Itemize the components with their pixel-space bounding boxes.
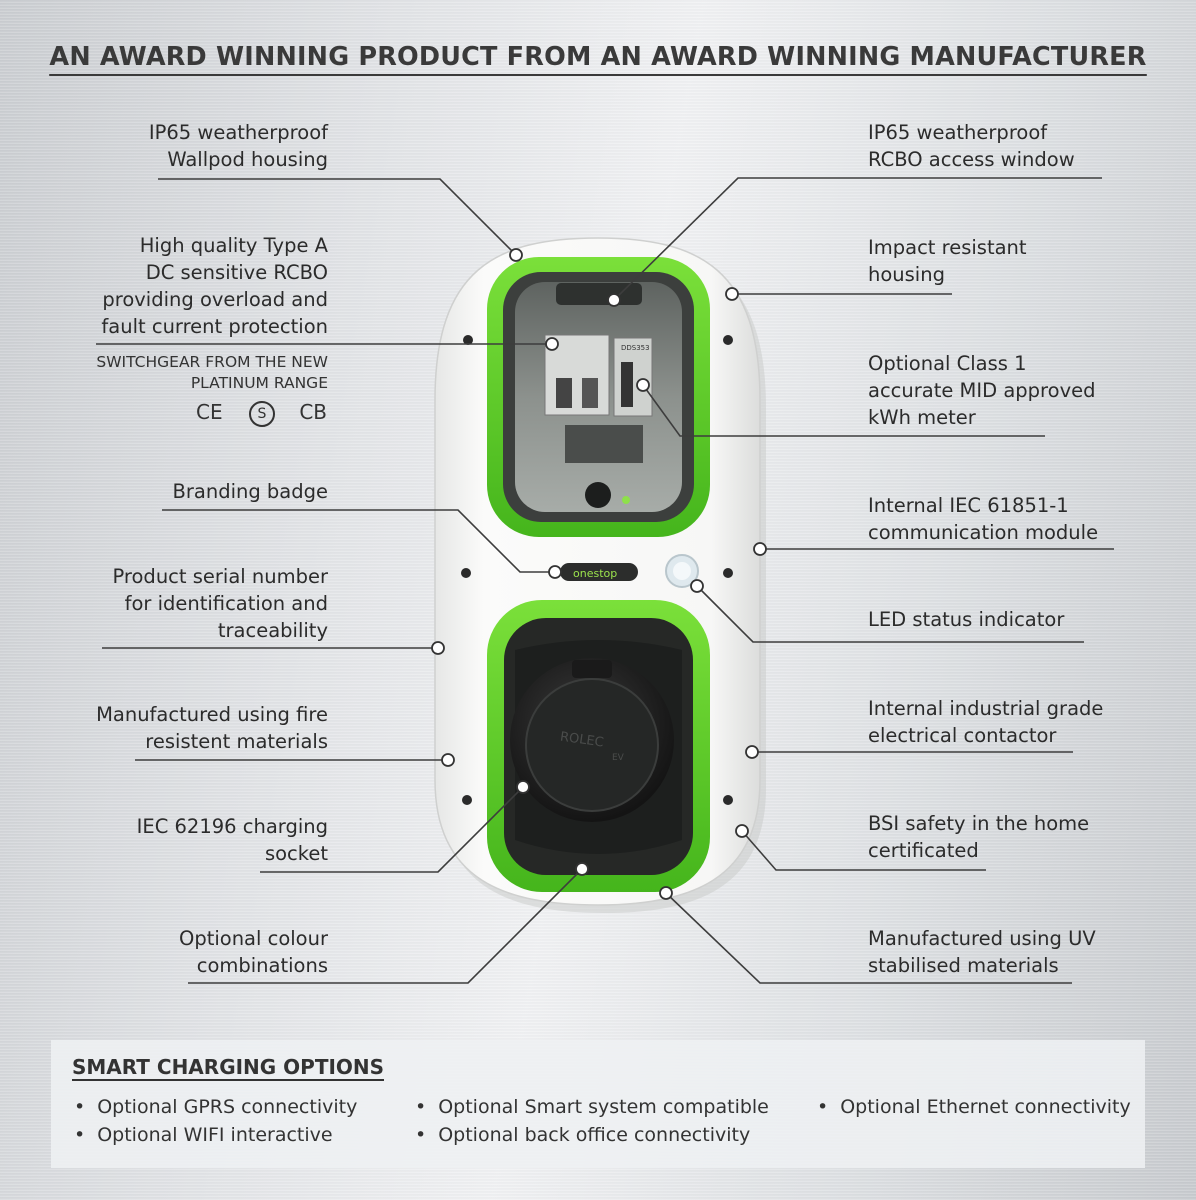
callout-branding-badge: Branding badge bbox=[172, 480, 328, 503]
kitemark-icon: S bbox=[248, 400, 275, 427]
cb-mark: CB bbox=[299, 400, 328, 424]
option-smart-system: Optional Smart system compatible bbox=[415, 1096, 769, 1118]
svg-text:onestop: onestop bbox=[573, 567, 617, 580]
ce-mark: CE bbox=[196, 400, 223, 424]
svg-text:EV: EV bbox=[612, 753, 625, 763]
smart-charging-panel: SMART CHARGING OPTIONS Optional GPRS con… bbox=[51, 1040, 1145, 1168]
certification-marks: CE S CB bbox=[196, 400, 327, 427]
option-gprs: Optional GPRS connectivity bbox=[74, 1096, 357, 1118]
page-title: AN AWARD WINNING PRODUCT FROM AN AWARD W… bbox=[12, 42, 1184, 76]
callout-led-indicator: LED status indicator bbox=[868, 608, 1065, 631]
option-ethernet: Optional Ethernet connectivity bbox=[817, 1096, 1131, 1118]
smart-charging-title: SMART CHARGING OPTIONS bbox=[72, 1055, 385, 1081]
option-wifi: Optional WIFI interactive bbox=[74, 1124, 332, 1146]
wallpod-illustration: DDS353 onestop ROLEC EV bbox=[96, 177, 1114, 984]
rcbo bbox=[544, 334, 610, 416]
option-back-office: Optional back office connectivity bbox=[415, 1124, 750, 1146]
svg-text:ROLEC: ROLEC bbox=[559, 730, 604, 751]
svg-text:DDS353: DDS353 bbox=[621, 344, 650, 352]
branding-badge bbox=[560, 563, 638, 581]
